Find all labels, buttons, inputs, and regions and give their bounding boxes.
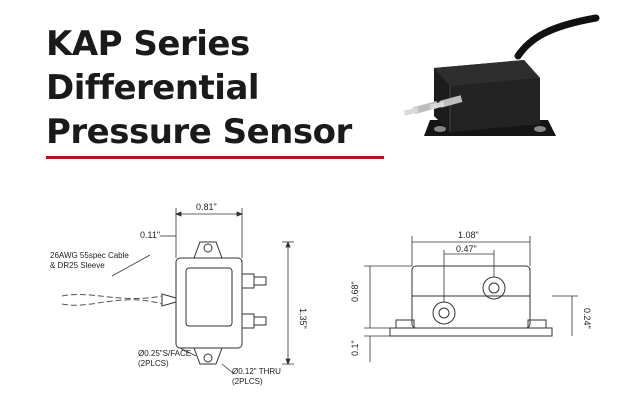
top-window <box>185 267 233 327</box>
title-line-1: KAP Series <box>46 24 250 64</box>
dim-top-height: 1.35" <box>298 308 308 329</box>
top-ear-lower <box>193 347 223 365</box>
dim-side-height: 0.68" <box>350 281 360 302</box>
top-body-outline <box>175 257 243 349</box>
cable-label-1: 26AWG 55spec Cable <box>50 251 129 260</box>
dim-side-overall: 1.08" <box>458 230 479 240</box>
port-label-2: (2PLCS) <box>138 359 169 368</box>
side-body-outline <box>411 265 531 329</box>
hole-label-1: Ø0.12" THRU <box>232 367 281 376</box>
title-block: KAP Series Differential Pressure Sensor <box>46 22 352 154</box>
top-view-drawing: 0.81" 0.11" 1.35" 26AWG 55spec Cable & D… <box>50 202 308 386</box>
port-label-1: Ø0.25"S/FACE <box>138 349 191 358</box>
dim-side-flange-h: 0.24" <box>582 308 592 329</box>
side-port-left <box>432 301 456 325</box>
dim-side-ports: 0.47" <box>456 244 477 254</box>
title-line-2: Differential <box>46 68 260 108</box>
top-ear-upper <box>193 241 223 259</box>
cable-drawing <box>61 293 163 299</box>
cable-label-2: & DR25 Sleeve <box>50 261 105 270</box>
side-flange <box>389 327 553 337</box>
cable <box>514 14 600 60</box>
pressure-port-right <box>429 95 463 110</box>
dim-side-base: 0.1" <box>350 340 360 356</box>
dim-top-flange: 0.11" <box>140 230 160 240</box>
title-underline <box>46 156 384 159</box>
dim-top-width: 0.81" <box>196 202 217 212</box>
hole-label-2: (2PLCS) <box>232 377 263 386</box>
product-photo <box>403 14 600 136</box>
side-view-drawing: 1.08" 0.47" 0.68" 0.1" 0.24" <box>350 230 592 362</box>
title-line-3: Pressure Sensor <box>46 112 352 152</box>
